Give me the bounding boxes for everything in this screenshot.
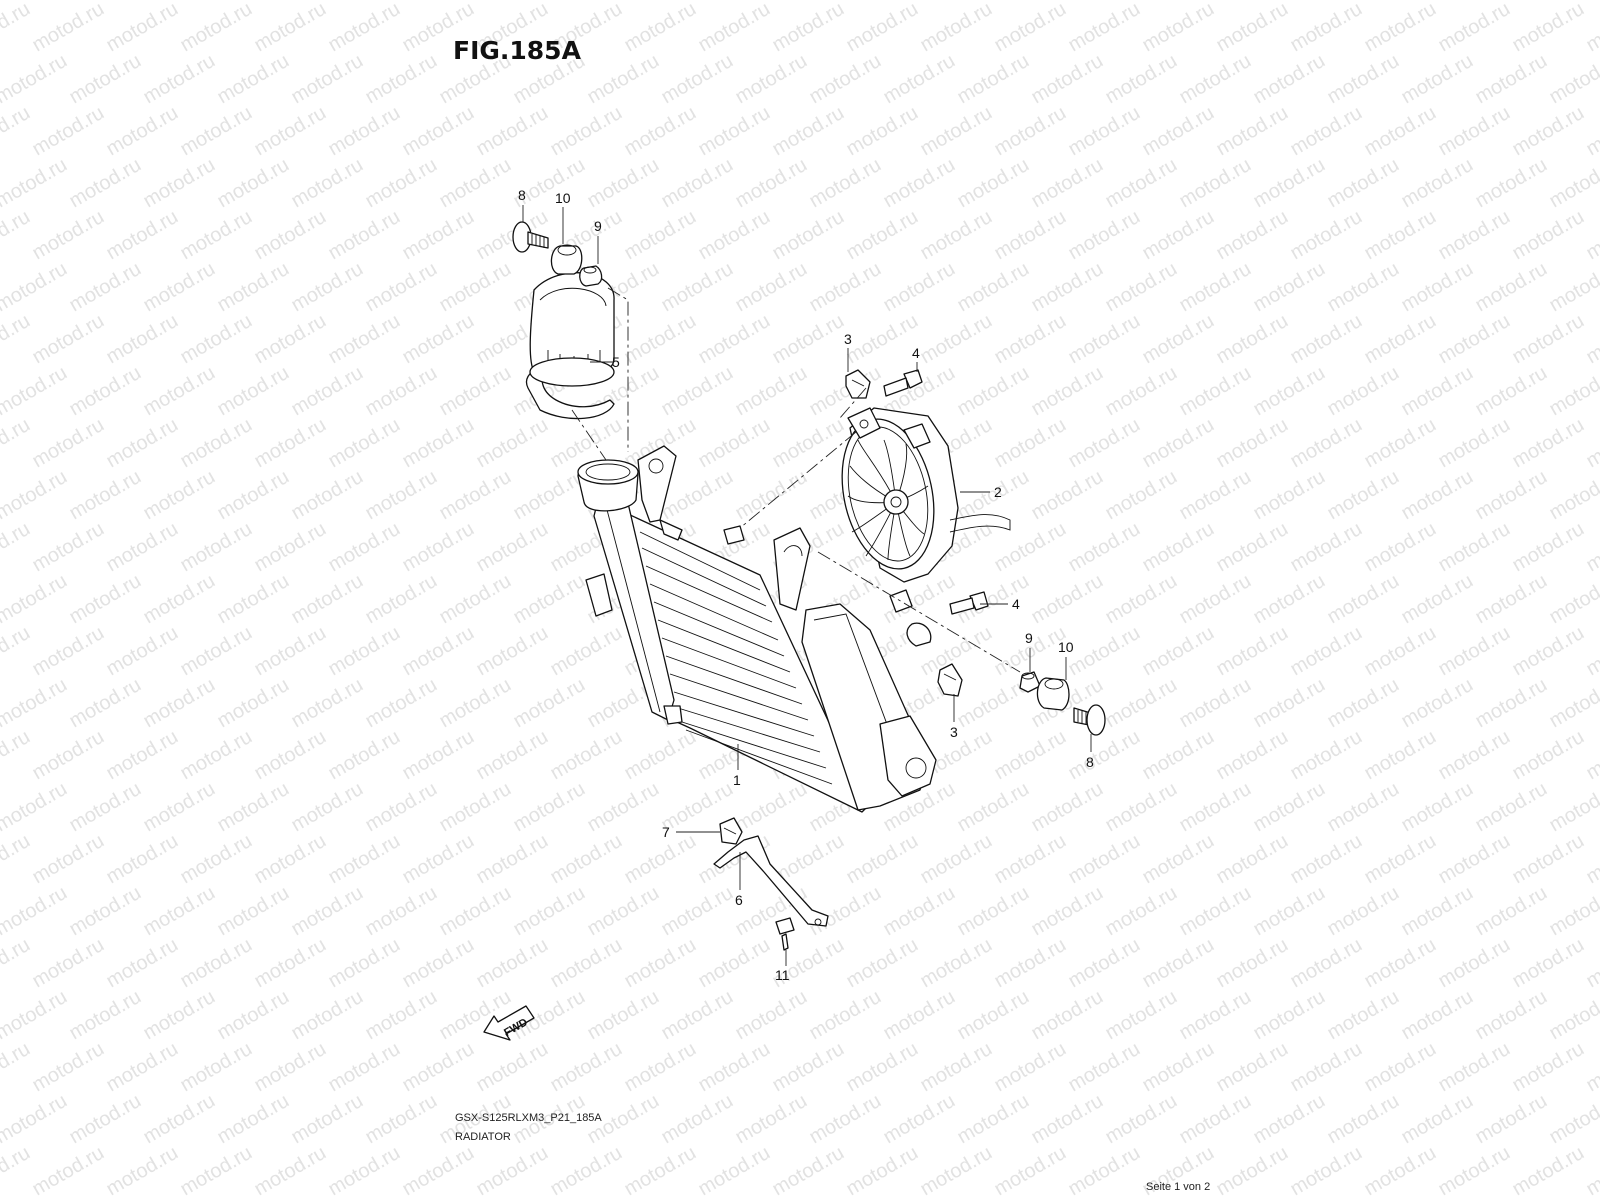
model-code: GSX-S125RLXM3_P21_185A — [455, 1112, 602, 1124]
callout-1: 1 — [733, 772, 741, 788]
lower-bracket — [713, 817, 829, 951]
callout-3-upper: 3 — [844, 331, 852, 347]
callout-9-upper: 9 — [594, 218, 602, 234]
callout-4-upper: 4 — [912, 345, 920, 361]
figure-name: RADIATOR — [455, 1131, 511, 1143]
callout-numbers: 8 10 9 5 3 4 2 4 9 10 3 8 1 7 6 11 — [518, 187, 1094, 983]
radiator-cap — [525, 272, 615, 420]
callout-2: 2 — [994, 484, 1002, 500]
callout-5: 5 — [612, 354, 620, 370]
leader-lines — [522, 205, 1092, 966]
radiator-core — [577, 445, 937, 813]
callout-8-lower: 8 — [1086, 754, 1094, 770]
assembly-lines — [571, 287, 1021, 673]
callout-7: 7 — [662, 824, 670, 840]
fwd-arrow: FWD — [483, 1005, 535, 1041]
callout-9-lower: 9 — [1025, 630, 1033, 646]
callout-10-lower: 10 — [1058, 639, 1074, 655]
callout-6: 6 — [735, 892, 743, 908]
callout-11: 11 — [775, 967, 790, 983]
callout-8-upper: 8 — [518, 187, 526, 203]
right-hardware — [845, 369, 1106, 736]
upper-hardware — [512, 221, 603, 287]
callout-3-lower: 3 — [950, 724, 958, 740]
page-indicator: Seite 1 von 2 — [1146, 1181, 1211, 1193]
callout-10-upper: 10 — [555, 190, 571, 206]
callout-4-lower: 4 — [1012, 596, 1020, 612]
fan-assembly — [841, 407, 1011, 583]
figure-title: FIG.185A — [453, 36, 581, 65]
